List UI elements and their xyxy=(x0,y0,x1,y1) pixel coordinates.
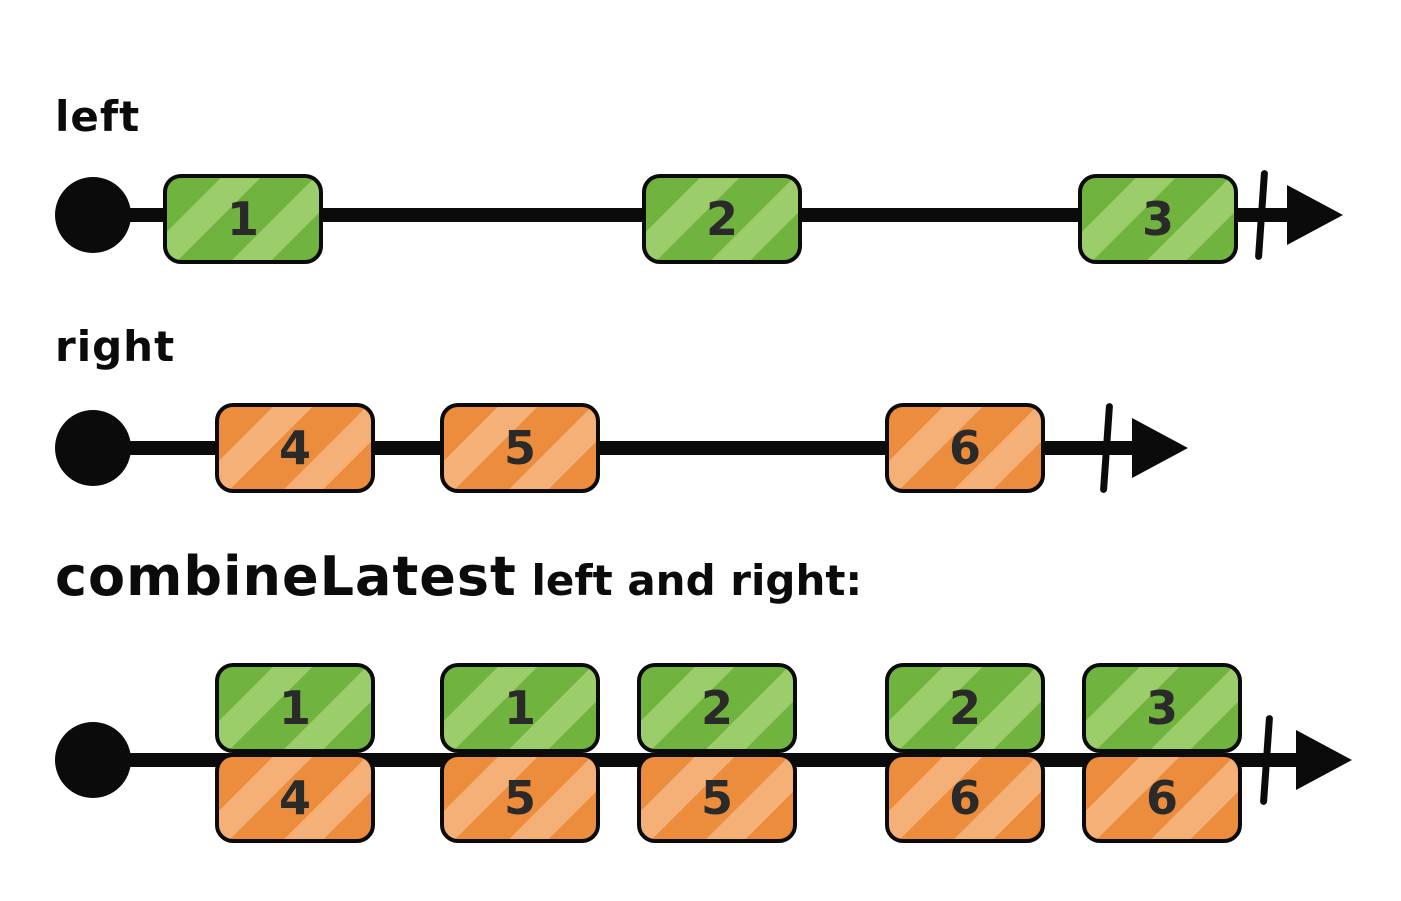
right-timeline-arrow-icon xyxy=(1132,418,1188,478)
operator-name: combineLatest xyxy=(55,545,517,608)
operator-title: combineLatest left and right: xyxy=(55,545,862,608)
right-stream-label: right xyxy=(55,322,176,371)
marble-result-pair3-left: 2 xyxy=(637,663,797,753)
marble-right-4: 4 xyxy=(215,403,375,493)
marble-result-pair1-right: 4 xyxy=(215,753,375,843)
marble-left-1: 1 xyxy=(163,174,323,264)
marble-right-5: 5 xyxy=(440,403,600,493)
marble-right-6: 6 xyxy=(885,403,1045,493)
marble-result-pair4-left: 2 xyxy=(885,663,1045,753)
left-stream-label: left xyxy=(55,92,141,141)
marble-result-pair4-right: 6 xyxy=(885,753,1045,843)
marble-result-pair5-right: 6 xyxy=(1082,753,1242,843)
left-timeline-arrow-icon xyxy=(1287,185,1343,245)
marble-left-2: 2 xyxy=(642,174,802,264)
marble-result-pair3-right: 5 xyxy=(637,753,797,843)
result-timeline-arrow-icon xyxy=(1296,730,1352,790)
marble-result-pair1-left: 1 xyxy=(215,663,375,753)
marble-result-pair2-left: 1 xyxy=(440,663,600,753)
marble-result-pair5-left: 3 xyxy=(1082,663,1242,753)
marble-result-pair2-right: 5 xyxy=(440,753,600,843)
marble-left-3: 3 xyxy=(1078,174,1238,264)
operator-title-suffix: left and right: xyxy=(516,556,863,605)
